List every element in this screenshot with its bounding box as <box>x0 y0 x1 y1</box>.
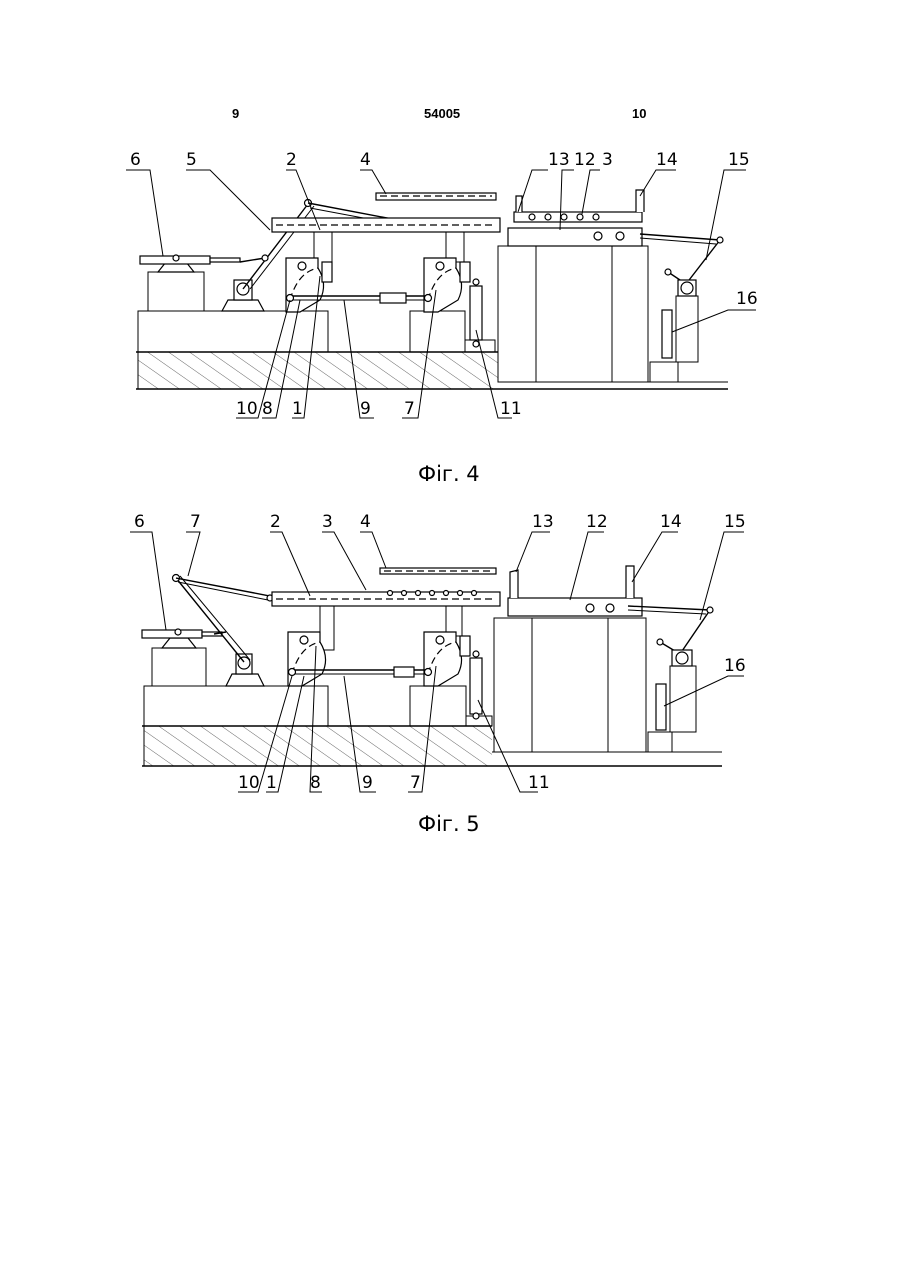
label-10: 10 <box>236 399 258 419</box>
stop-14 <box>626 566 634 598</box>
figure-4: 6 5 2 4 13 12 3 14 15 16 10 8 1 9 7 11 Ф… <box>126 150 758 486</box>
label-3: 3 <box>322 512 333 532</box>
cylinder-16 <box>656 684 666 730</box>
pedestal-left <box>148 272 204 311</box>
label-8: 8 <box>310 773 321 793</box>
figure-5-caption: Фіг. 5 <box>418 812 480 836</box>
label-2: 2 <box>286 150 297 170</box>
ground-hatch <box>144 726 492 766</box>
lever-7 <box>176 578 244 662</box>
label-4: 4 <box>360 150 371 170</box>
label-14: 14 <box>660 512 682 532</box>
mount-right <box>424 632 470 686</box>
label-12: 12 <box>574 150 596 170</box>
stop-13 <box>510 570 518 598</box>
mount-left <box>288 632 326 686</box>
label-2: 2 <box>270 512 281 532</box>
label-7: 7 <box>404 399 415 419</box>
mount-right <box>424 258 470 312</box>
label-4: 4 <box>360 512 371 532</box>
label-13: 13 <box>532 512 554 532</box>
label-5: 5 <box>186 150 197 170</box>
label-10: 10 <box>238 773 260 793</box>
label-7: 7 <box>190 512 201 532</box>
stop-14 <box>636 190 644 212</box>
label-8: 8 <box>262 399 273 419</box>
machine-block <box>494 618 646 752</box>
label-3: 3 <box>602 150 613 170</box>
label-16: 16 <box>724 656 746 676</box>
label-15: 15 <box>724 512 746 532</box>
label-15: 15 <box>728 150 750 170</box>
label-1: 1 <box>266 773 277 793</box>
label-11: 11 <box>528 773 550 793</box>
cylinder-16 <box>662 310 672 358</box>
foundation-left <box>138 311 328 352</box>
label-12: 12 <box>586 512 608 532</box>
label-7: 7 <box>410 773 421 793</box>
machine-block <box>498 246 648 382</box>
mount-left <box>286 258 332 312</box>
lever-15 <box>686 240 720 284</box>
label-16: 16 <box>736 289 758 309</box>
foundation-right <box>410 686 466 726</box>
figure-5: 6 7 2 3 4 13 12 14 15 16 10 1 8 9 7 11 Ф… <box>130 512 746 836</box>
foundation-right <box>410 311 465 352</box>
label-6: 6 <box>134 512 145 532</box>
label-11: 11 <box>500 399 522 419</box>
ground-hatch <box>138 352 498 389</box>
lever-15 <box>680 610 710 654</box>
table-12 <box>508 598 642 616</box>
label-9: 9 <box>362 773 373 793</box>
cylinder-6 <box>142 630 202 638</box>
figure-4-caption: Фіг. 4 <box>418 462 480 486</box>
label-1: 1 <box>292 399 303 419</box>
label-14: 14 <box>656 150 678 170</box>
label-9: 9 <box>360 399 371 419</box>
pedestal-left <box>152 648 206 686</box>
label-6: 6 <box>130 150 141 170</box>
label-13: 13 <box>548 150 570 170</box>
